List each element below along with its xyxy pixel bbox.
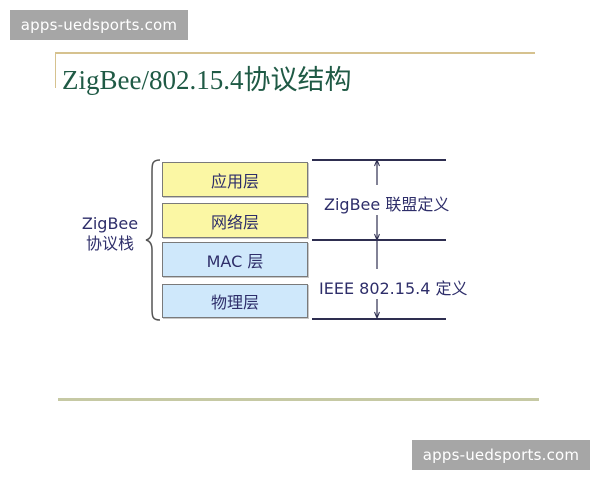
layer-mac: MAC 层 <box>162 242 308 277</box>
watermark-bottom: apps-uedsports.com <box>412 440 590 470</box>
zigbee-definition-label: ZigBee 联盟定义 <box>322 191 452 215</box>
layer-application-label: 应用层 <box>210 171 259 191</box>
title-frame-top-line <box>55 52 535 54</box>
slide-bottom-line <box>58 398 539 401</box>
layer-physical: 物理层 <box>162 284 308 318</box>
layer-application: 应用层 <box>162 162 308 197</box>
layer-mac-label: MAC 层 <box>206 251 264 271</box>
definition-bottom-line <box>312 318 446 320</box>
stack-label: ZigBee 协议栈 <box>78 214 142 254</box>
curly-brace-icon <box>145 159 161 321</box>
ieee-definition-label: IEEE 802.15.4 定义 <box>317 275 470 299</box>
stack-label-line1: ZigBee <box>81 214 139 233</box>
layer-network-label: 网络层 <box>210 212 259 232</box>
slide-title: ZigBee/802.15.4协议结构 <box>62 65 352 95</box>
layer-network: 网络层 <box>162 203 308 238</box>
definition-middle-line <box>312 239 446 241</box>
zigbee-span-arrow-icon <box>374 159 380 241</box>
watermark-top-text: apps-uedsports.com <box>20 16 178 34</box>
stack-label-line2: 协议栈 <box>85 234 134 253</box>
definition-top-line <box>312 159 446 161</box>
watermark-top: apps-uedsports.com <box>10 10 188 40</box>
watermark-bottom-text: apps-uedsports.com <box>422 446 580 464</box>
layer-physical-label: 物理层 <box>210 293 259 312</box>
ieee-span-arrow-icon <box>374 241 380 319</box>
title-frame-left-line <box>55 52 56 88</box>
